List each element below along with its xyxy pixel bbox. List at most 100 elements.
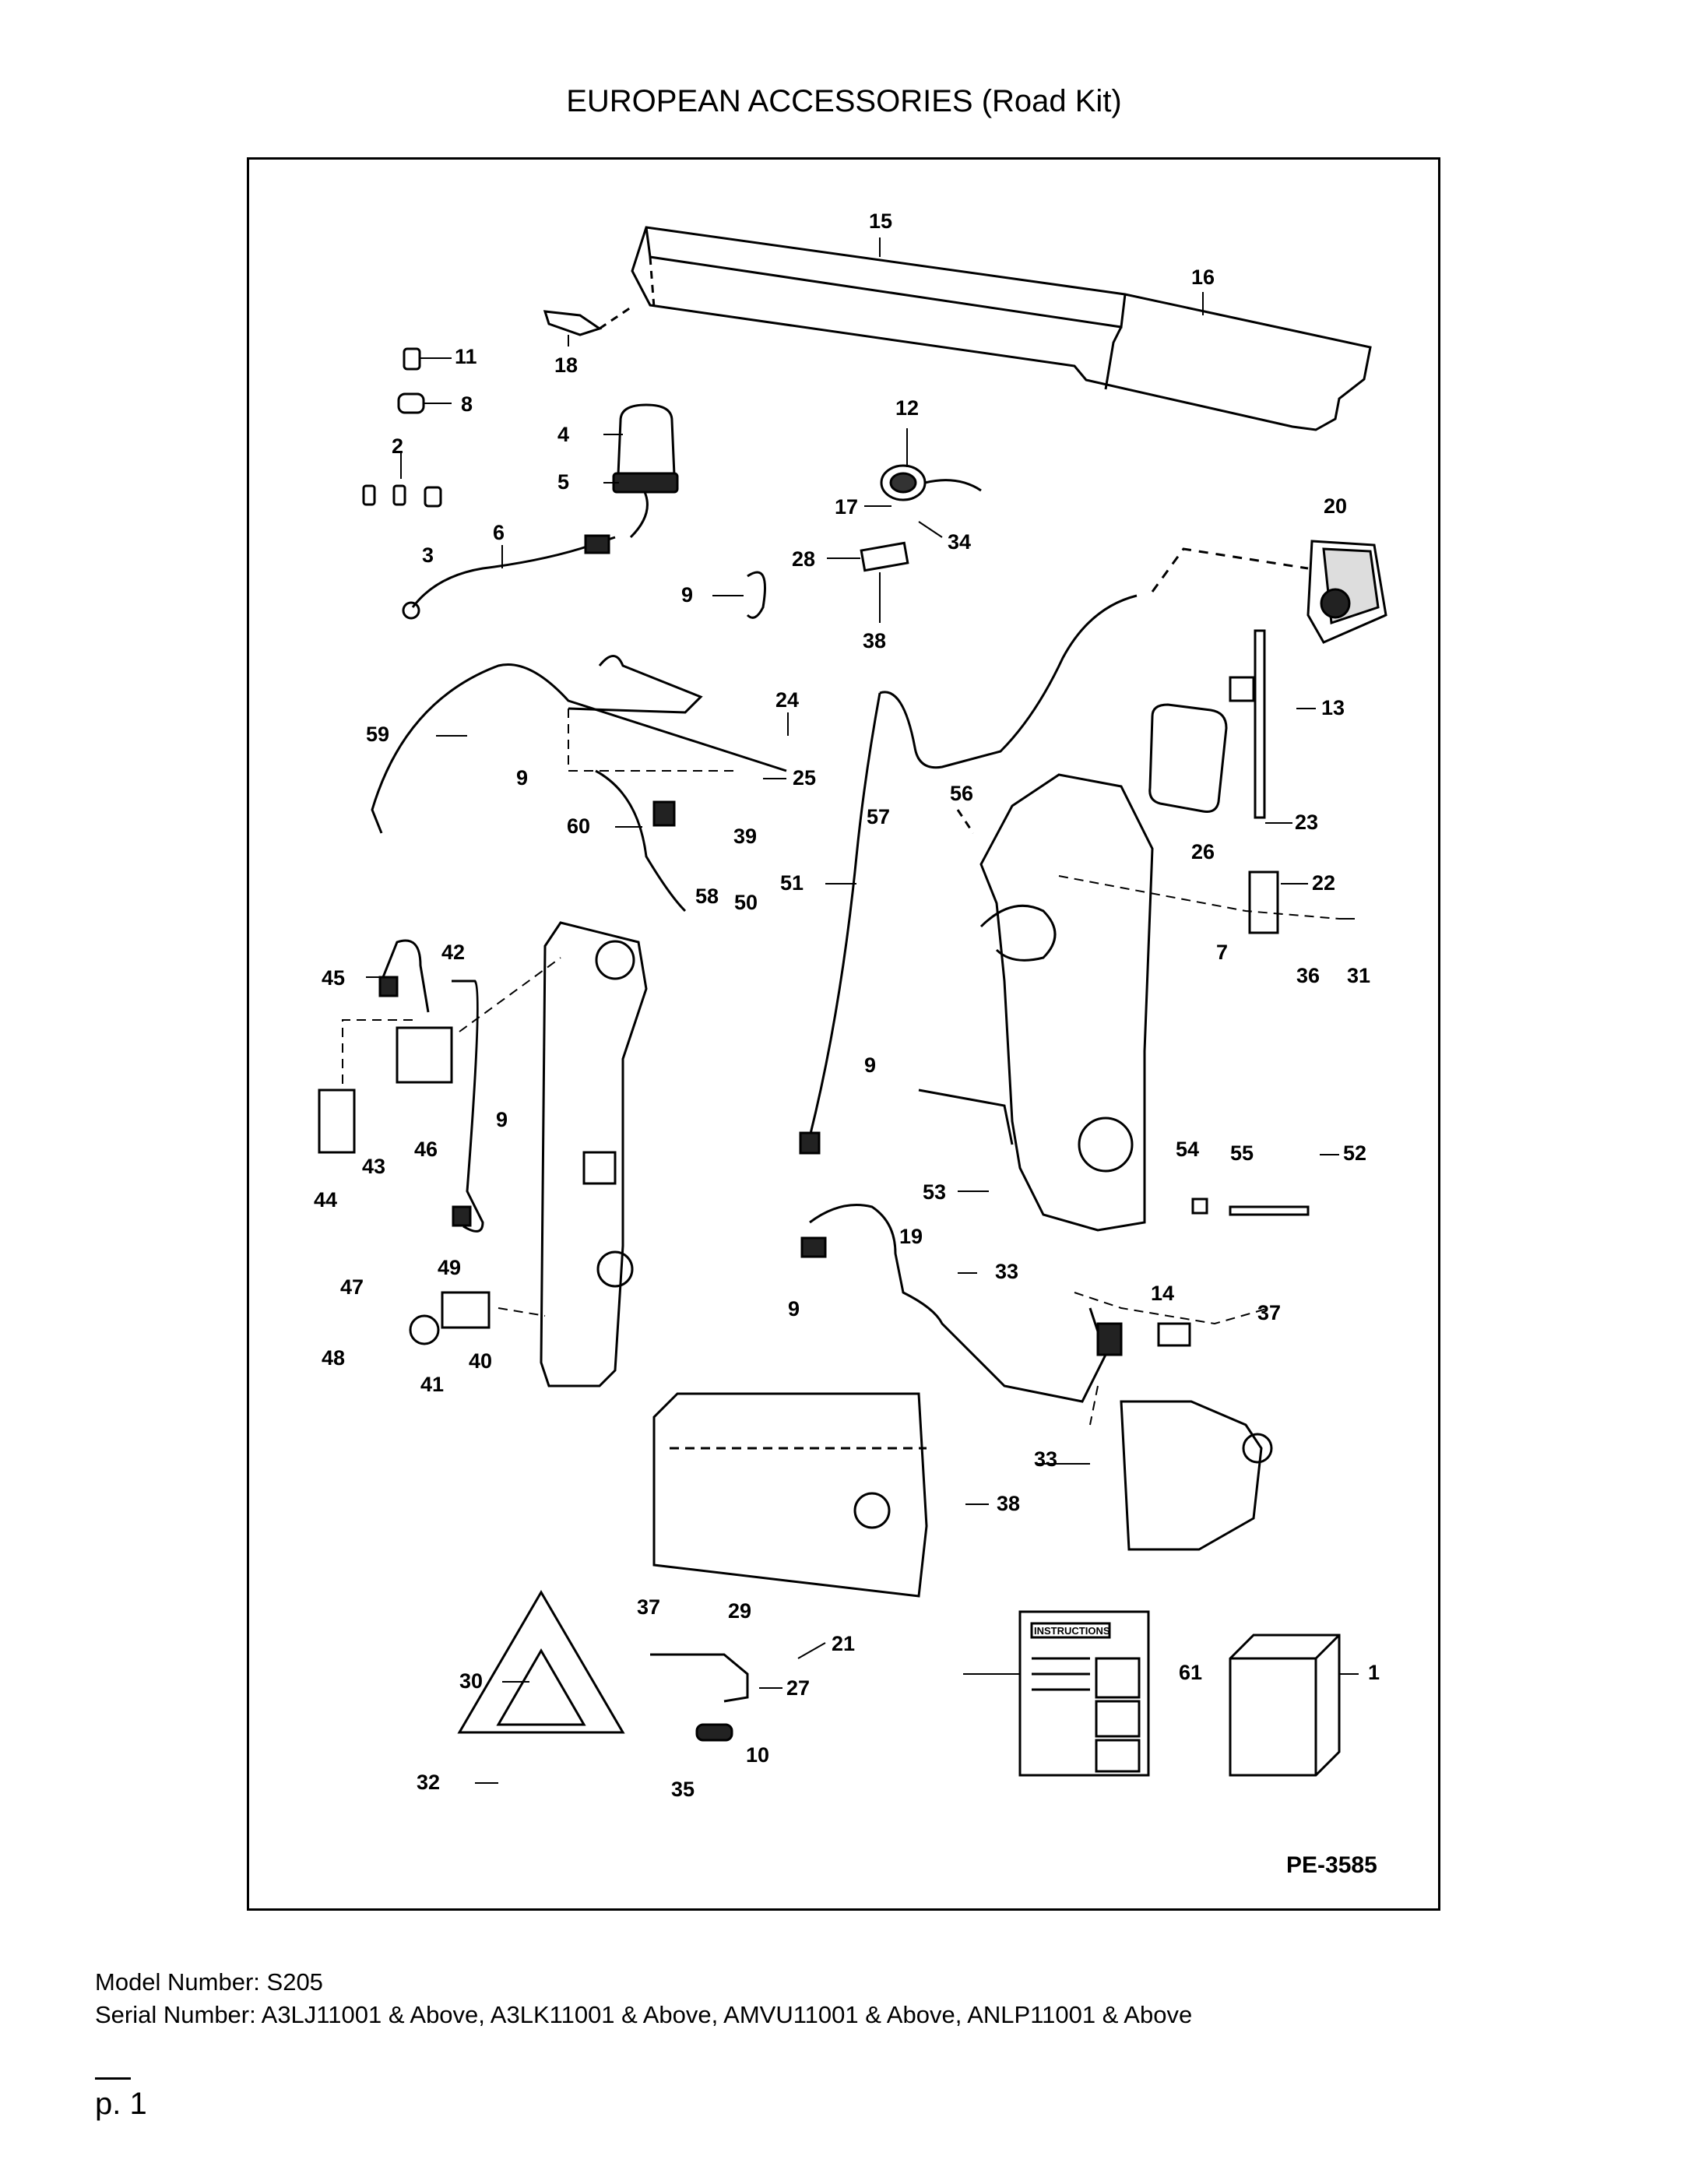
serial-number: Serial Number: A3LJ11001 & Above, A3LK11…	[95, 2001, 1193, 2028]
wire-harness-42	[452, 979, 484, 1233]
callout-9-lower: 9	[788, 1297, 800, 1321]
callout-8: 8	[461, 392, 473, 416]
callout-40: 40	[469, 1349, 492, 1373]
callout-56: 56	[950, 782, 973, 805]
spacer-54-icon	[1191, 1198, 1208, 1215]
page-title: EUROPEAN ACCESSORIES (Road Kit)	[566, 84, 1122, 118]
part-11-icon	[403, 347, 421, 371]
callout-25: 25	[793, 766, 816, 790]
leader-20	[1151, 547, 1309, 593]
callout-4: 4	[557, 423, 569, 446]
callout-17: 17	[835, 495, 858, 519]
part-2-left-icon	[362, 484, 376, 506]
plug-45-icon	[378, 976, 399, 997]
callout-41: 41	[420, 1373, 444, 1396]
plate-43-icon	[396, 1026, 453, 1084]
callout-14: 14	[1151, 1282, 1174, 1305]
callout-28: 28	[792, 547, 815, 571]
bracket-22-icon	[1248, 870, 1279, 934]
callout-9-arm: 9	[864, 1053, 876, 1077]
instructions-sheet-61	[1018, 1610, 1150, 1777]
callout-24: 24	[775, 688, 799, 712]
callout-22: 22	[1312, 871, 1335, 895]
callout-42: 42	[441, 941, 465, 964]
box-1-icon	[1229, 1634, 1341, 1777]
wire-harness-51-lower	[808, 692, 881, 1138]
side-panel-icon	[1120, 1400, 1273, 1551]
post-23-icon	[1254, 629, 1266, 819]
callout-31: 31	[1347, 964, 1370, 987]
callout-16: 16	[1191, 266, 1215, 289]
callout-38-lower: 38	[997, 1492, 1020, 1515]
wire-harness-59-branch	[568, 655, 703, 714]
callout-33-lower: 33	[1034, 1447, 1057, 1471]
wire-harness-6	[411, 536, 616, 608]
loader-arm-icon	[918, 773, 1154, 1232]
part-3-icon	[424, 486, 442, 508]
callout-3: 3	[422, 543, 434, 567]
callout-9-left: 9	[496, 1108, 508, 1131]
callout-60: 60	[567, 814, 590, 838]
callout-1: 1	[1368, 1661, 1380, 1684]
callout-12: 12	[895, 396, 919, 420]
callout-43: 43	[362, 1155, 385, 1178]
plug-60-icon	[652, 800, 676, 827]
callout-2: 2	[392, 434, 403, 458]
wire-harness-60	[595, 769, 687, 913]
assembly-dashes	[342, 709, 1340, 1426]
page-number: p. 1	[95, 2087, 147, 2121]
callout-47: 47	[340, 1275, 364, 1299]
callout-57: 57	[867, 805, 890, 828]
connector-6-icon	[402, 601, 420, 620]
callout-30: 30	[459, 1669, 483, 1693]
part-8-icon	[397, 392, 425, 414]
bracket-28-icon	[860, 541, 909, 572]
callout-32: 32	[417, 1771, 440, 1794]
callout-59: 59	[366, 723, 389, 746]
callout-53: 53	[923, 1180, 946, 1204]
loader-arm-left-icon	[540, 921, 648, 1387]
bracket-23-icon	[1229, 676, 1255, 702]
callout-45: 45	[322, 966, 345, 990]
reflector-10-icon	[695, 1723, 733, 1742]
callout-13: 13	[1321, 696, 1345, 719]
plug-42-icon	[452, 1205, 472, 1227]
callout-23: 23	[1295, 811, 1318, 834]
callout-6: 6	[493, 521, 505, 544]
mirror-glass-26-icon	[1148, 703, 1228, 813]
callout-49: 49	[438, 1256, 461, 1279]
callout-19: 19	[899, 1225, 923, 1248]
beacon-icon	[612, 403, 679, 539]
callout-38-upper: 38	[863, 629, 886, 652]
callout-18: 18	[554, 353, 578, 377]
frame-panel-icon	[652, 1392, 928, 1598]
callout-26: 26	[1191, 840, 1215, 863]
bracket-14-icon	[1157, 1322, 1191, 1347]
callout-9-mid: 9	[516, 766, 528, 790]
work-light-20-icon	[1306, 540, 1387, 644]
callout-36: 36	[1296, 964, 1320, 987]
part-2-right-icon	[392, 484, 406, 506]
figure-code: PE-3585	[1286, 1852, 1377, 1878]
model-number: Model Number: S205	[95, 1968, 323, 1996]
pin-55-icon	[1229, 1205, 1310, 1216]
wire-harness-59	[371, 663, 787, 834]
callout-33-upper: 33	[995, 1260, 1018, 1283]
callout-51: 51	[780, 871, 804, 895]
wire-harness-45	[380, 939, 430, 1013]
tie-strap-9a-icon	[746, 571, 766, 619]
callout-55: 55	[1230, 1141, 1254, 1165]
plug-51-icon	[799, 1131, 821, 1155]
lens-41-icon	[409, 1314, 440, 1345]
plug-19-icon	[800, 1236, 827, 1258]
callout-29: 29	[728, 1599, 751, 1623]
plug-6-icon	[584, 534, 610, 554]
callout-34: 34	[948, 530, 971, 554]
smv-triangle-30-icon	[457, 1590, 625, 1734]
mirror-12-icon	[880, 464, 982, 501]
instructions-label: INSTRUCTIONS	[1034, 1625, 1110, 1637]
callout-50: 50	[734, 891, 758, 914]
callout-54: 54	[1176, 1138, 1199, 1161]
callout-44: 44	[314, 1188, 337, 1212]
bracket-18	[543, 306, 631, 336]
